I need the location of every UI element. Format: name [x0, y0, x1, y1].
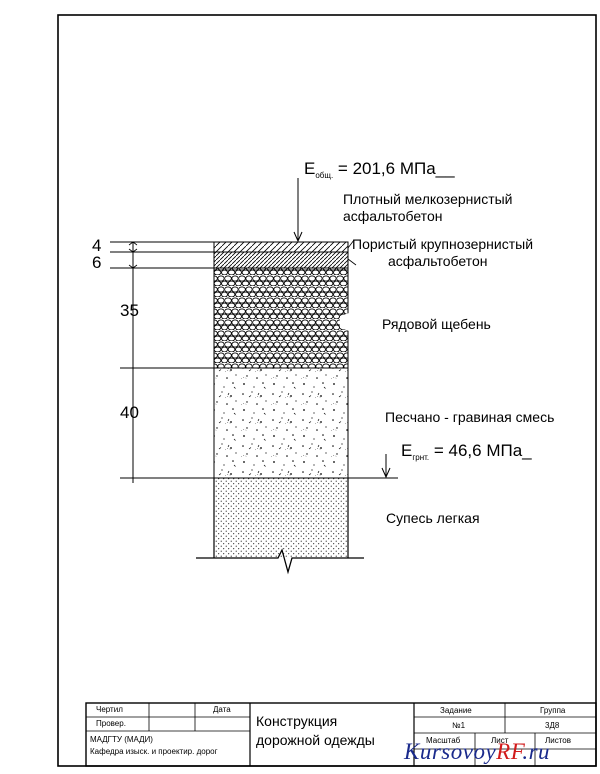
modulus-ground-sub: грнт.	[412, 453, 430, 462]
layer-3-crushed-stone	[213, 267, 349, 369]
layer-3-label: Рядовой щебень	[382, 316, 491, 332]
modulus-top: Eобщ. = 201,6 МПа__	[304, 160, 455, 180]
layer-4-sand-gravel	[213, 367, 349, 479]
tb-org: МАДГТУ (МАДИ)	[90, 735, 153, 744]
stone-notch	[340, 312, 352, 332]
watermark-accent: RF	[496, 739, 523, 764]
watermark-main: Kursovoy	[404, 739, 497, 764]
layer-1-label-line2: асфальтобетон	[343, 208, 443, 224]
modulus-top-base: E	[304, 159, 316, 178]
modulus-ground-value: = 46,6 МПа_	[433, 441, 532, 460]
modulus-ground: Eгрнт. = 46,6 МПа_	[401, 442, 532, 462]
tb-group-label: Группа	[540, 706, 566, 715]
layer-1-dense-asphalt	[213, 241, 349, 253]
tb-sheet-label: Лист	[491, 736, 509, 745]
layer-5-subgrade	[214, 478, 348, 558]
load-arrow-head	[293, 231, 303, 243]
modulus-top-sub: общ.	[315, 171, 334, 180]
tb-scale-label: Масштаб	[426, 736, 461, 745]
break-line	[196, 548, 364, 575]
title-block	[85, 702, 597, 767]
tb-drew-label: Чертил	[96, 705, 123, 714]
subgrade-outline	[213, 478, 349, 558]
tb-group-value: 3Д8	[545, 721, 560, 730]
watermark-suffix: .ru	[522, 739, 551, 764]
modulus-top-value: = 201,6 МПа__	[337, 159, 455, 178]
tb-title-line1: Конструкция	[256, 713, 338, 729]
layer-4-label: Песчано - гравиная смесь	[385, 409, 555, 425]
tb-sheets-label: Листов	[545, 736, 571, 745]
thickness-layer-2: 6	[92, 253, 102, 272]
layer-2-label-line1: Пористый крупнозернистый	[352, 236, 534, 252]
tb-task-label: Задание	[440, 706, 472, 715]
tb-task-value: №1	[452, 721, 466, 730]
thickness-layer-4: 40	[120, 403, 139, 422]
layer-1-label-line1: Плотный мелкозернистый	[343, 191, 513, 207]
watermark-logo: KursovoyRF.ru	[404, 739, 550, 765]
tb-checked-label: Провер.	[96, 719, 126, 728]
thickness-layer-1: 4	[92, 236, 102, 255]
modulus-ground-base: E	[401, 441, 413, 460]
ground-arrow-head	[381, 467, 391, 479]
thickness-layer-3: 35	[120, 301, 139, 320]
layer-2-porous-asphalt	[213, 251, 349, 269]
tb-title-line2: дорожной одежды	[256, 732, 375, 748]
leader-layer-1	[347, 239, 355, 249]
tb-dept: Кафедра изыск. и проектир. дорог	[90, 747, 218, 756]
leader-layer-2	[347, 258, 357, 266]
dim-ticks	[128, 241, 138, 269]
layer-2-label-line2: асфальтобетон	[388, 253, 488, 269]
tb-date-label: Дата	[213, 705, 231, 714]
layer-5-label: Супесь легкая	[386, 510, 480, 526]
